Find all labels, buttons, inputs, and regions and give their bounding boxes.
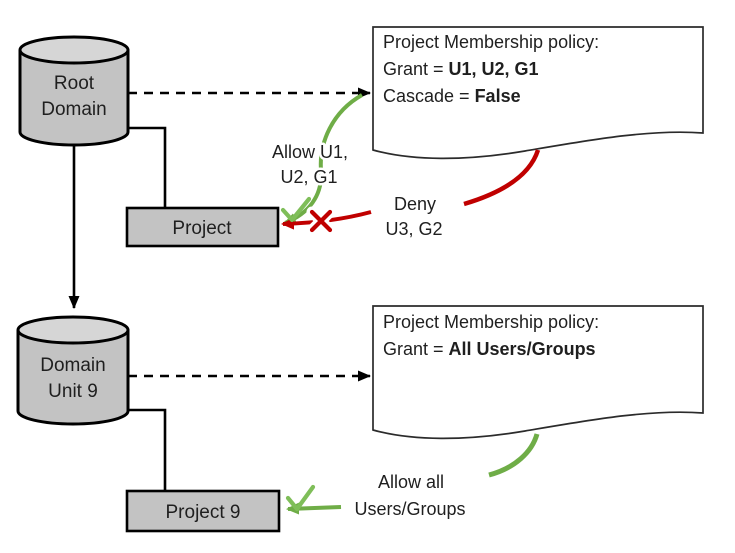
annotation-deny: Deny U3, G2	[383, 192, 445, 242]
project-box	[125, 206, 280, 248]
cylinder-top	[16, 315, 130, 345]
annotation-line: Users/Groups	[354, 499, 465, 519]
policy-title: Project Membership policy:	[383, 32, 599, 52]
node-root-domain: Root Domain	[18, 35, 130, 147]
cylinder-body	[16, 330, 130, 426]
policy-document-unit9: Project Membership policy: Grant = All U…	[372, 305, 704, 440]
node-project: Project	[125, 206, 280, 248]
policy-cascade-line: Cascade = False	[383, 86, 521, 106]
annotation-line: Allow U1,	[272, 142, 348, 162]
document-shape	[372, 26, 704, 160]
node-domain-unit-9: Domain Unit 9	[16, 315, 130, 426]
annotation-line: Allow all	[378, 472, 444, 492]
annotation-allow-top: Allow U1, U2, G1	[269, 140, 350, 190]
x-icon	[306, 206, 336, 236]
policy-grant-line: Grant = All Users/Groups	[383, 339, 596, 359]
node-project-9: Project 9	[125, 489, 281, 533]
annotation-line: U2, G1	[280, 167, 337, 187]
node-label: Root	[54, 73, 95, 94]
connector-unit9-to-project9	[128, 408, 167, 490]
annotation-line: U3, G2	[385, 219, 442, 239]
allow-all-leader-curve	[488, 433, 540, 478]
policy-document-root: Project Membership policy: Grant = U1, U…	[372, 26, 704, 160]
policy-grant-line: Grant = U1, U2, G1	[383, 59, 539, 79]
annotation-allow-bottom: Allow all Users/Groups	[352, 470, 468, 522]
cylinder-top	[18, 35, 130, 65]
project9-box	[125, 489, 281, 533]
node-label: Domain	[40, 355, 105, 376]
cylinder-body	[18, 50, 130, 147]
annotation-line: Deny	[394, 194, 436, 214]
node-label: Unit 9	[48, 381, 98, 402]
check-icon	[280, 196, 312, 223]
policy-title: Project Membership policy:	[383, 312, 599, 332]
node-label: Project	[172, 218, 232, 239]
deny-leader-curve	[463, 149, 541, 207]
check-icon	[285, 484, 316, 512]
allow-curve-policy-to-project	[283, 93, 363, 225]
node-label: Domain	[41, 99, 106, 120]
x-icon-stroke	[309, 209, 333, 233]
document-shape	[372, 305, 704, 440]
node-label: Project 9	[166, 502, 241, 523]
connector-root-to-project	[128, 126, 167, 207]
